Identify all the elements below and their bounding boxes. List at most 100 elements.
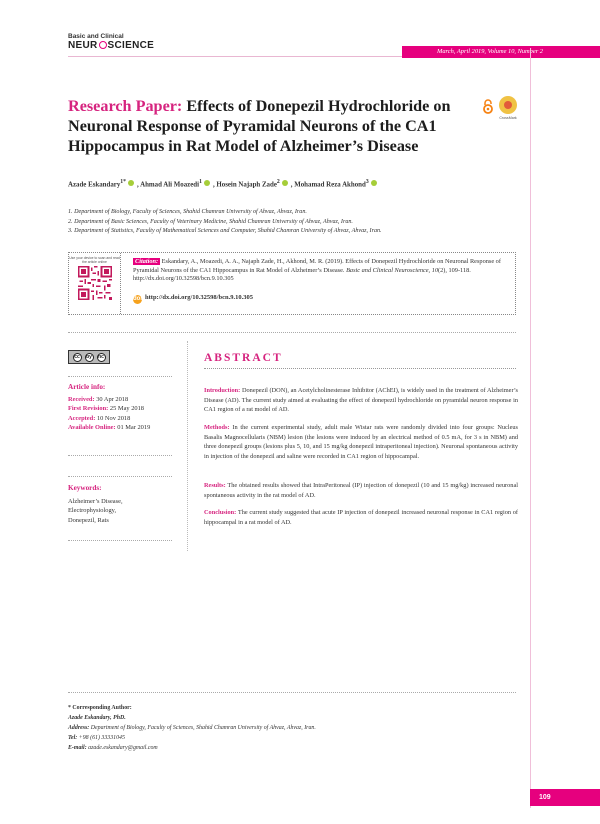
doi-link[interactable]: http://dx.doi.org/10.32598/bcn.9.10.305	[145, 294, 253, 301]
section-divider	[68, 332, 516, 333]
keywords-heading: Keywords:	[68, 484, 102, 492]
page-number: 109	[530, 789, 600, 806]
email-link[interactable]: azade.eskandary@gmail.com	[88, 745, 158, 751]
affiliation-item: 3. Department of Statistics, Faculty of …	[68, 228, 382, 235]
online-label: Available Online:	[68, 424, 116, 432]
sidebar-rule	[68, 455, 172, 456]
cc-icon: cc	[72, 352, 82, 362]
tel-text: +98 (61) 33331045	[78, 735, 125, 741]
online-date: 01 Mar 2019	[117, 424, 151, 432]
author-name[interactable]: Azade Eskandary	[68, 181, 121, 189]
abstract-methods: Methods: In the current experimental stu…	[204, 423, 518, 462]
orcid-icon[interactable]	[281, 180, 288, 187]
article-info-heading: Article info:	[68, 383, 106, 391]
orcid-icon[interactable]	[128, 180, 135, 187]
results-text: The obtained results showed that IntraPe…	[204, 482, 518, 499]
citation-body: Eskandary, A., Moazedi, A. A., Najaph Za…	[133, 258, 501, 274]
author-sup: 3	[365, 179, 369, 185]
logo-line1: Basic and Clinical	[68, 33, 124, 40]
journal-logo: Basic and Clinical NEUR SCIENCE	[68, 33, 155, 51]
author-sup: 1*	[120, 179, 127, 185]
keyword-item: Alzheimer’s Disease,	[68, 497, 123, 505]
citation-journal: Basic and Clinical Neuroscience, 10	[346, 266, 439, 274]
address-label: Address:	[68, 725, 90, 731]
orcid-icon[interactable]	[370, 180, 377, 187]
qr-code-icon[interactable]	[77, 266, 112, 300]
online-row: Available Online: 01 Mar 2019	[68, 423, 186, 433]
corresponding-address: Address: Department of Biology, Faculty …	[68, 723, 468, 733]
corresponding-heading: * Corresponding Author:	[68, 705, 132, 711]
affiliations: 1. Department of Biology, Faculty of Sci…	[68, 208, 518, 237]
abstract-results: Results: The obtained results showed tha…	[204, 481, 518, 500]
address-text: Department of Biology, Faculty of Scienc…	[90, 725, 316, 731]
citation-rest: (2), 109-118. http://dx.doi.org/10.32598…	[133, 266, 471, 283]
citation-box: Use your device to scan and read the art…	[68, 252, 516, 315]
introduction-text: Donepezil (DON), an Acetylcholinesterase…	[204, 387, 518, 414]
author-sup: 1	[199, 179, 202, 185]
issue-band: March, April 2019, Volume 10, Number 2	[402, 46, 600, 58]
citation-label: Citation:	[133, 258, 161, 265]
first-revision-date: 25 May 2018	[109, 405, 144, 413]
keyword-item: Electrophysiology,	[68, 507, 117, 515]
author-name[interactable]: Mohamad Reza Akhond	[294, 181, 366, 189]
corresponding-email: E-mail: azade.eskandary@gmail.com	[68, 743, 468, 753]
keywords: Keywords: Alzheimer’s Disease, Electroph…	[68, 484, 186, 525]
crossmark-label: CrossMark	[499, 116, 517, 120]
crossmark-icon[interactable]: CrossMark	[497, 96, 519, 126]
keyword-item: Donepezil, Rats	[68, 516, 109, 524]
accepted-label: Accepted:	[68, 414, 96, 422]
author-name[interactable]: Hosein Najaph Zade	[216, 181, 277, 189]
margin-line	[530, 48, 531, 808]
qr-panel: Use your device to scan and read the art…	[69, 253, 121, 314]
accepted-date: 10 Nov 2018	[96, 414, 131, 422]
abstract-introduction: Introduction: Donepezil (DON), an Acetyl…	[204, 386, 518, 415]
open-access-icon[interactable]	[482, 99, 494, 114]
logo-part1: NEUR	[68, 39, 98, 51]
abstract-heading: ABSTRACT	[204, 352, 516, 369]
title-text: Effects of Donepezil Hydrochloride on Ne…	[68, 97, 451, 155]
by-icon: by	[84, 352, 94, 362]
footer-rule	[68, 692, 516, 693]
sidebar-rule	[68, 476, 172, 477]
abstract-conclusion: Conclusion: The current study suggested …	[204, 508, 518, 527]
corresponding-author: * Corresponding Author: Azade Eskandary,…	[68, 703, 468, 753]
logo-ring-icon	[98, 40, 107, 49]
first-revision-label: First Revision:	[68, 405, 109, 413]
first-revision-row: First Revision: 25 May 2018	[68, 404, 186, 414]
accepted-row: Accepted: 10 Nov 2018	[68, 414, 186, 424]
article-type: Research Paper:	[68, 97, 183, 115]
author-list: Azade Eskandary1*, Ahmad Ali Moazedi1, H…	[68, 179, 518, 188]
methods-text: In the current experimental study, adult…	[204, 424, 519, 461]
cc-license-icon[interactable]: cc by nc	[68, 350, 110, 364]
affiliation-item: 2. Department of Basic Sciences, Faculty…	[68, 218, 353, 225]
header-rule	[68, 56, 402, 57]
corresponding-name: Azade Eskandary, PhD.	[68, 715, 126, 721]
results-label: Results:	[204, 482, 226, 489]
nc-icon: nc	[96, 352, 106, 362]
author-sup: 2	[276, 179, 280, 185]
sidebar-rule	[68, 376, 172, 377]
received-label: Received:	[68, 395, 95, 403]
introduction-label: Introduction:	[204, 387, 241, 394]
author-name[interactable]: Ahmad Ali Moazedi	[140, 181, 200, 189]
logo-part2: SCIENCE	[107, 39, 155, 51]
logo-wordmark: NEUR SCIENCE	[68, 39, 155, 51]
column-divider	[187, 341, 188, 551]
article-info: Article info: Received: 30 Apr 2018 Firs…	[68, 383, 186, 433]
orcid-icon[interactable]	[203, 180, 210, 187]
citation-text: Citation: Eskandary, A., Moazedi, A. A.,…	[133, 258, 511, 284]
email-label: E-mail:	[68, 745, 87, 751]
corresponding-tel: Tel: +98 (61) 33331045	[68, 733, 468, 743]
article-title: Research Paper: Effects of Donepezil Hyd…	[68, 96, 478, 156]
conclusion-label: Conclusion:	[204, 509, 237, 516]
received-date: 30 Apr 2018	[96, 395, 129, 403]
methods-label: Methods:	[204, 424, 230, 431]
conclusion-text: The current study suggested that acute I…	[204, 509, 518, 526]
affiliation-item: 1. Department of Biology, Faculty of Sci…	[68, 209, 307, 215]
crossmark-badge	[499, 96, 517, 114]
qr-caption: Use your device to scan and read the art…	[69, 256, 120, 264]
doi-icon: doi	[133, 295, 142, 304]
received-row: Received: 30 Apr 2018	[68, 395, 186, 405]
sidebar-rule	[68, 540, 172, 541]
